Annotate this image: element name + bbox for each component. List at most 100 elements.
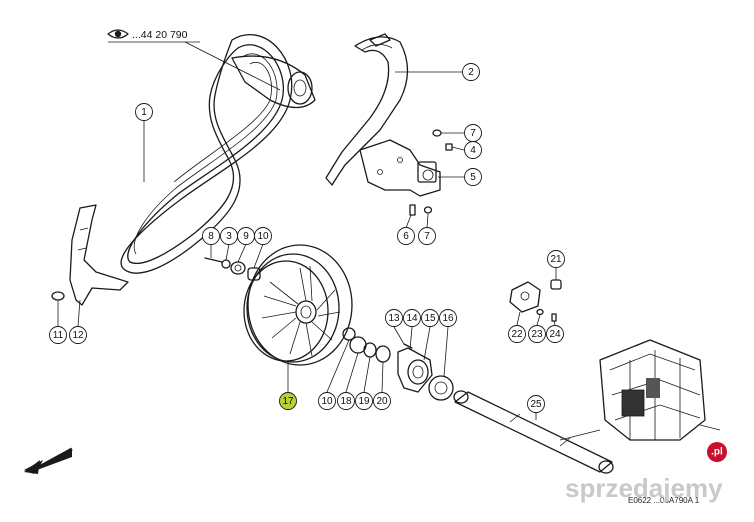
callout-label: 22	[511, 329, 523, 340]
callout-label: 12	[72, 330, 84, 341]
callout-label: 3	[226, 231, 232, 242]
watermark-badge-icon	[707, 442, 727, 462]
callout-label: 24	[549, 329, 561, 340]
callout-2: 2	[462, 63, 480, 81]
watermark-text: sprzedajemy	[565, 473, 723, 503]
pulley-hardware-left	[204, 257, 261, 281]
callout-21: 21	[547, 250, 565, 268]
callout-circle	[547, 250, 565, 268]
callout-label: 17	[282, 396, 294, 407]
callout-label: 9	[243, 231, 249, 242]
callout-label: 23	[531, 329, 543, 340]
callout-circle	[403, 309, 421, 327]
callout-circle	[508, 325, 526, 343]
callout-circle	[254, 227, 272, 245]
callout-label: 13	[388, 313, 400, 324]
callout-circle	[355, 392, 373, 410]
callout-label: 6	[403, 231, 409, 242]
callout-label: 14	[406, 313, 418, 324]
callout-circle	[49, 326, 67, 344]
callout-23: 23	[528, 325, 546, 343]
callout-circle	[135, 103, 153, 121]
callout-label: 10	[321, 396, 333, 407]
callout-16: 16	[439, 309, 457, 327]
direction-arrow	[24, 447, 73, 474]
left-guard	[51, 204, 129, 306]
eye-icon	[107, 29, 129, 39]
callout-label: 10	[257, 231, 269, 242]
callout-15: 15	[421, 309, 439, 327]
callout-label: 1	[141, 107, 147, 118]
watermark-badge: .pl	[711, 447, 723, 458]
callout-circle	[464, 168, 482, 186]
callout-circle	[373, 392, 391, 410]
callout-label: 18	[340, 396, 352, 407]
callout-label: 16	[442, 313, 454, 324]
callout-17: 17	[279, 392, 297, 410]
callout-9: 9	[237, 227, 255, 245]
reference-number: ...44 20 790	[132, 29, 188, 41]
callout-label: 25	[530, 399, 542, 410]
callout-8: 8	[202, 227, 220, 245]
callout-circle	[546, 325, 564, 343]
callout-7a: 7	[464, 124, 482, 142]
callout-7b: 7	[418, 227, 436, 245]
callout-10a: 10	[254, 227, 272, 245]
callout-label: 7	[470, 128, 476, 139]
leader-lines	[57, 71, 557, 420]
watermark: sprzedajemy .pl	[565, 442, 727, 503]
callout-circle	[385, 309, 403, 327]
callout-circle	[69, 326, 87, 344]
callout-19: 19	[355, 392, 373, 410]
callout-circle	[418, 227, 436, 245]
callout-6: 6	[397, 227, 415, 245]
callout-circle	[397, 227, 415, 245]
callout-circle	[527, 395, 545, 413]
pulley-hardware-right	[342, 327, 391, 363]
belt-guard	[325, 33, 409, 186]
callout-20: 20	[373, 392, 391, 410]
machine-overview	[559, 339, 721, 441]
bearing-flange	[397, 343, 454, 401]
callout-1: 1	[135, 103, 153, 121]
shaft	[453, 390, 614, 474]
callout-3: 3	[220, 227, 238, 245]
callout-circle	[462, 63, 480, 81]
callout-24: 24	[546, 325, 564, 343]
callout-label: 7	[424, 231, 430, 242]
callout-4: 4	[464, 141, 482, 159]
callout-10b: 10	[318, 392, 336, 410]
callout-label: 2	[468, 67, 474, 78]
callout-circle	[279, 392, 297, 410]
callout-label: 20	[376, 396, 388, 407]
v-belt	[120, 34, 316, 274]
callout-12: 12	[69, 326, 87, 344]
callout-label: 4	[470, 145, 476, 156]
callout-label: 19	[358, 396, 370, 407]
callout-circle	[528, 325, 546, 343]
callout-13: 13	[385, 309, 403, 327]
callout-circle	[464, 141, 482, 159]
callout-label: 21	[550, 254, 562, 265]
callout-14: 14	[403, 309, 421, 327]
callout-label: 8	[208, 231, 214, 242]
tensioner-bracket	[359, 139, 441, 197]
reference-header: ...44 20 790	[107, 29, 281, 91]
drawing-code: E0622 ...05A790A 1	[628, 496, 700, 505]
callout-label: 5	[470, 172, 476, 183]
callout-18: 18	[337, 392, 355, 410]
gear-cover	[509, 279, 562, 322]
callout-11: 11	[49, 326, 67, 344]
callout-25: 25	[527, 395, 545, 413]
callout-circle	[202, 227, 220, 245]
small-hardware-upper	[409, 129, 453, 216]
callout-circle	[337, 392, 355, 410]
callout-22: 22	[508, 325, 526, 343]
main-pulley	[243, 244, 353, 366]
callout-label: 11	[53, 330, 64, 341]
callout-label: 15	[424, 313, 436, 324]
callout-5: 5	[464, 168, 482, 186]
callout-circle	[318, 392, 336, 410]
